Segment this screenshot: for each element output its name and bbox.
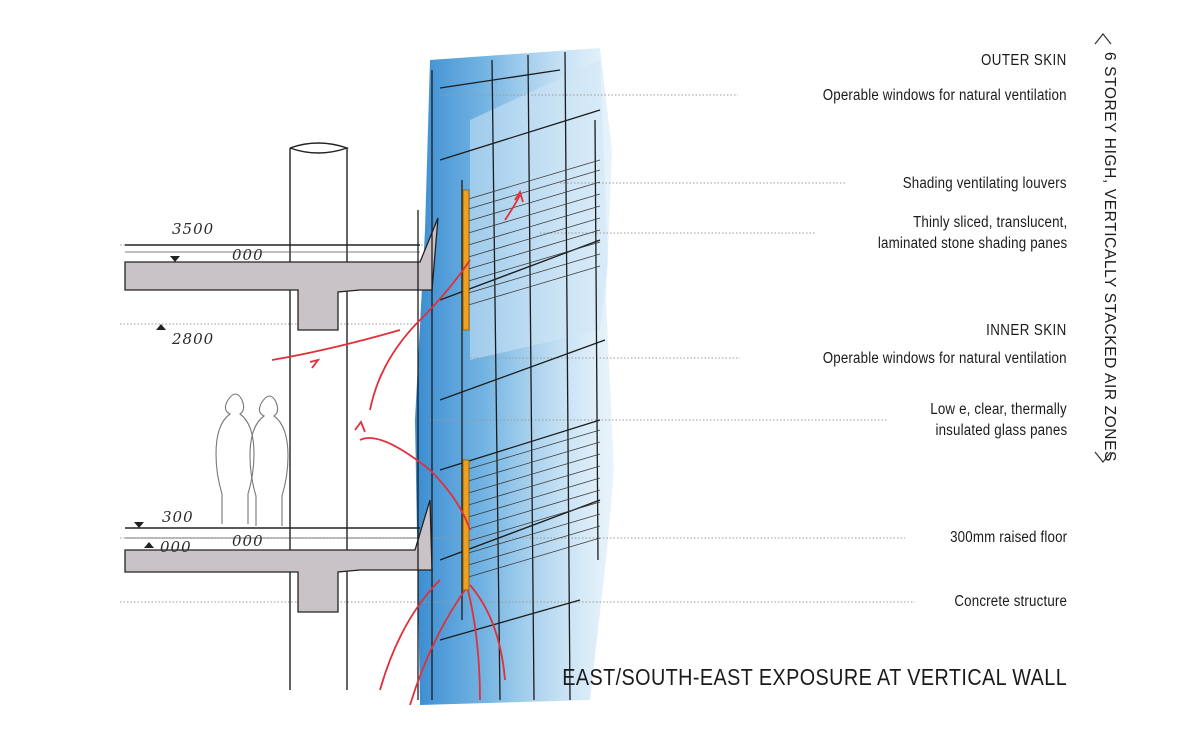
dim-upper-floor: 000	[232, 246, 264, 264]
dim-mid-level: 2800	[172, 330, 215, 348]
people-figures	[215, 393, 289, 526]
airflow-arrows	[271, 189, 524, 706]
air-zones-note: 6 STOREY HIGH, VERTICALLY STACKED AIR ZO…	[1098, 52, 1120, 462]
label-stone-line2: laminated stone shading panes	[877, 235, 1067, 252]
label-raised-floor: 300mm raised floor	[949, 529, 1067, 546]
label-louvers: Shading ventilating louvers	[903, 175, 1067, 192]
label-stone-line1: Thinly sliced, translucent,	[912, 214, 1067, 231]
dim-lower-floor: 000	[160, 538, 192, 556]
lower-slab	[124, 499, 433, 613]
dim-lower-raised: 300	[162, 508, 194, 526]
label-inner-skin: INNER SKIN	[986, 322, 1067, 339]
diagram-title: EAST/SOUTH-EAST EXPOSURE AT VERTICAL WAL…	[562, 664, 1067, 690]
label-glass-line2: insulated glass panes	[935, 422, 1067, 439]
label-inner-windows: Operable windows for natural ventilation	[823, 350, 1067, 367]
label-outer-windows: Operable windows for natural ventilation	[823, 87, 1067, 104]
zones-arrow	[1094, 33, 1112, 463]
label-glass-line1: Low e, clear, thermally	[930, 401, 1067, 418]
label-concrete: Concrete structure	[954, 593, 1067, 610]
column	[289, 142, 350, 690]
air-zones-text: 6 STOREY HIGH, VERTICALLY STACKED AIR ZO…	[1101, 52, 1118, 462]
sky-wash-light	[470, 60, 608, 360]
dim-lower-floor-b: 000	[232, 532, 264, 550]
louvers	[464, 159, 601, 579]
dim-upper-ceiling: 3500	[172, 220, 215, 238]
label-outer-skin: OUTER SKIN	[981, 52, 1067, 69]
dimension-markers	[134, 256, 180, 548]
